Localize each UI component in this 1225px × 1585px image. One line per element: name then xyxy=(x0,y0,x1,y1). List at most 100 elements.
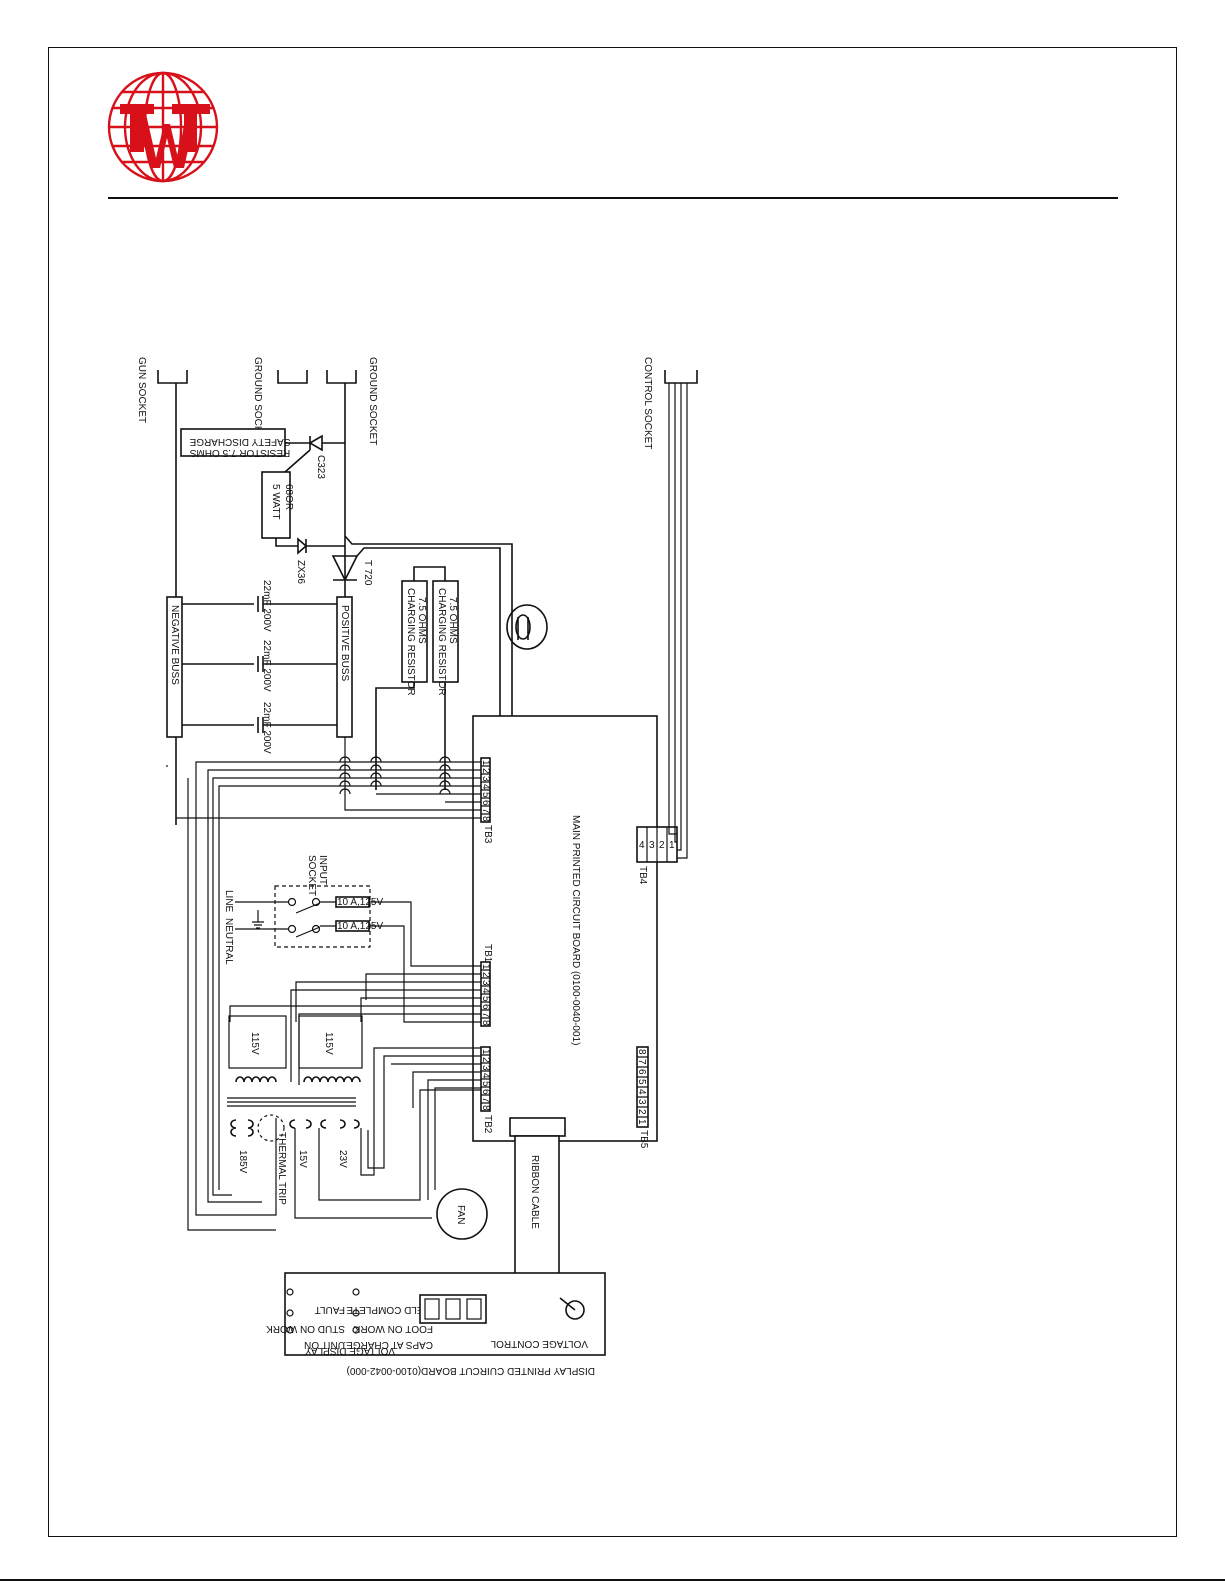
svg-text:7.5 OHMS: 7.5 OHMS xyxy=(416,597,427,644)
ground-socket-1: GROUND SOCKET xyxy=(252,357,308,445)
svg-text:RIBBON CABLE: RIBBON CABLE xyxy=(529,1155,540,1229)
transformer-15v: 15V xyxy=(289,1119,312,1168)
svg-text:FOOT ON WORK: FOOT ON WORK xyxy=(353,1323,433,1334)
svg-text:2: 2 xyxy=(636,1109,647,1115)
svg-text:CHARGING RESISTOR: CHARGING RESISTOR xyxy=(436,588,447,696)
transformer-115v-a: 115V xyxy=(228,1015,287,1083)
svg-text:1: 1 xyxy=(480,964,491,970)
svg-text:NEUTRAL: NEUTRAL xyxy=(223,918,234,965)
iwt-globe-logo xyxy=(107,71,219,183)
capacitor-3: 22mF 200V xyxy=(182,702,337,754)
svg-text:CHARGING RESISTOR: CHARGING RESISTOR xyxy=(405,588,416,696)
svg-text:UNIT ON: UNIT ON xyxy=(304,1339,345,1350)
svg-text:RESISTOR 7.5 OHMS: RESISTOR 7.5 OHMS xyxy=(189,447,290,458)
control-socket-label: CONTROL SOCKET xyxy=(642,357,653,449)
secondary-wiring xyxy=(294,1047,481,1219)
svg-text:4: 4 xyxy=(480,988,491,994)
svg-text:5 WATT: 5 WATT xyxy=(270,484,281,520)
svg-text:7: 7 xyxy=(480,1012,491,1018)
transformer-115v-b: 115V xyxy=(298,1015,363,1083)
svg-text:6: 6 xyxy=(636,1069,647,1075)
svg-text:7: 7 xyxy=(480,808,491,814)
svg-text:NEGATIVE BUSS: NEGATIVE BUSS xyxy=(169,605,180,685)
svg-text:TB4: TB4 xyxy=(637,866,648,885)
svg-text:7: 7 xyxy=(480,1097,491,1103)
svg-text:4: 4 xyxy=(480,1073,491,1079)
68-ohm-resistor: 68OR 5 WATT xyxy=(261,471,294,539)
svg-text:T 720: T 720 xyxy=(362,560,373,586)
svg-text:6: 6 xyxy=(480,800,491,806)
gun-socket: GUN SOCKET xyxy=(136,357,188,423)
tb5-terminal-block: 8 7 6 5 4 3 2 1 TB5 xyxy=(636,1046,649,1149)
zx36-diode: ZX36 xyxy=(295,537,345,584)
svg-text:2: 2 xyxy=(480,972,491,978)
safety-discharge-resistor: SAFETY DISCHARGE RESISTOR 7.5 OHMS xyxy=(180,428,290,458)
svg-text:10 A,125V: 10 A,125V xyxy=(337,921,383,932)
svg-text:SOCKET: SOCKET xyxy=(306,855,317,896)
fan: FAN xyxy=(436,1188,488,1240)
svg-text:3: 3 xyxy=(480,776,491,782)
footer-rule xyxy=(0,1579,1225,1581)
svg-text:68OR: 68OR xyxy=(283,484,294,510)
display-pcb-label: DISPLAY PRINTED CUIRCUT BOARD(0100-0042-… xyxy=(347,1365,595,1376)
svg-text:22mF 200V: 22mF 200V xyxy=(261,580,272,632)
svg-text:22mF 200V: 22mF 200V xyxy=(261,702,272,754)
svg-text:115V: 115V xyxy=(323,1032,334,1055)
tb3-terminal-block: 1 2 3 4 5 6 7 8 TB3 xyxy=(480,757,493,844)
svg-text:1: 1 xyxy=(480,1049,491,1055)
svg-text:WELD COMPLETE: WELD COMPLETE xyxy=(346,1304,433,1315)
svg-text:22mF 200V: 22mF 200V xyxy=(261,640,272,692)
svg-text:5: 5 xyxy=(480,792,491,798)
svg-text:INPUT: INPUT xyxy=(317,855,328,885)
ground-socket-2: GROUND SOCKET xyxy=(326,357,378,445)
charging-resistor-a: CHARGING RESISTOR 7.5 OHMS xyxy=(401,580,428,696)
svg-text:POSITIVE BUSS: POSITIVE BUSS xyxy=(339,605,350,681)
svg-text:5: 5 xyxy=(480,996,491,1002)
svg-text:23V: 23V xyxy=(337,1150,348,1168)
svg-text:TB5: TB5 xyxy=(638,1130,649,1149)
svg-text:CAPS AT CHARGE.: CAPS AT CHARGE. xyxy=(343,1339,433,1350)
svg-text:VOLTAGE CONTROL: VOLTAGE CONTROL xyxy=(490,1338,588,1349)
svg-text:TB2: TB2 xyxy=(482,1115,493,1134)
svg-text:4: 4 xyxy=(480,784,491,790)
svg-text:6: 6 xyxy=(480,1089,491,1095)
input-socket: INPUT SOCKET 10 A,125V 10 A,125V LINE NE… xyxy=(223,855,383,965)
tb1-terminal-block: 1 2 3 4 5 6 7 8 TB1 xyxy=(480,944,493,1027)
ground-socket-1-label: GROUND SOCKET xyxy=(252,357,263,445)
svg-text:THERMAL TRIP: THERMAL TRIP xyxy=(276,1132,287,1205)
svg-text:C323: C323 xyxy=(315,455,326,479)
svg-text:1: 1 xyxy=(480,760,491,766)
svg-text:TB1: TB1 xyxy=(482,944,493,963)
svg-text:1: 1 xyxy=(636,1119,647,1125)
svg-text:ZX36: ZX36 xyxy=(295,560,306,584)
svg-text:3: 3 xyxy=(649,840,655,851)
c323-diode: C323 xyxy=(308,434,345,479)
svg-text:5: 5 xyxy=(636,1079,647,1085)
display-pcb: VOLTAGE CONTROL VOLTAGE DISPLAY UNIT ON … xyxy=(266,1272,606,1376)
svg-text:VOLTAGE DISPLAY: VOLTAGE DISPLAY xyxy=(305,1345,395,1356)
svg-text:FAULT: FAULT xyxy=(315,1304,345,1315)
control-socket-wiring xyxy=(668,383,688,859)
svg-text:115V: 115V xyxy=(249,1032,260,1055)
main-pcb: MAIN PRINTED CIRCUIT BOARD (0100-0040-00… xyxy=(472,715,658,1142)
svg-text:2: 2 xyxy=(659,840,665,851)
svg-text:8: 8 xyxy=(480,1105,491,1111)
svg-text:3: 3 xyxy=(480,1065,491,1071)
capacitor-1: 22mF 200V xyxy=(182,580,337,632)
svg-text:185V: 185V xyxy=(237,1150,248,1174)
gun-socket-label: GUN SOCKET xyxy=(136,357,147,423)
tb3-wiring xyxy=(176,737,481,1231)
thermal-trip: THERMAL TRIP xyxy=(257,1114,287,1205)
svg-text:STUD ON WORK: STUD ON WORK xyxy=(266,1323,345,1334)
capacitor-2: 22mF 200V xyxy=(182,640,337,692)
svg-text:2: 2 xyxy=(480,768,491,774)
svg-text:8: 8 xyxy=(480,816,491,822)
page-frame xyxy=(48,47,1177,1537)
svg-text:7.5 OHMS: 7.5 OHMS xyxy=(447,597,458,644)
svg-text:8: 8 xyxy=(636,1049,647,1055)
svg-text:FAN: FAN xyxy=(455,1205,466,1224)
ground-socket-2-label: GROUND SOCKET xyxy=(367,357,378,445)
positive-buss: POSITIVE BUSS xyxy=(336,596,353,738)
svg-text:2: 2 xyxy=(480,1057,491,1063)
